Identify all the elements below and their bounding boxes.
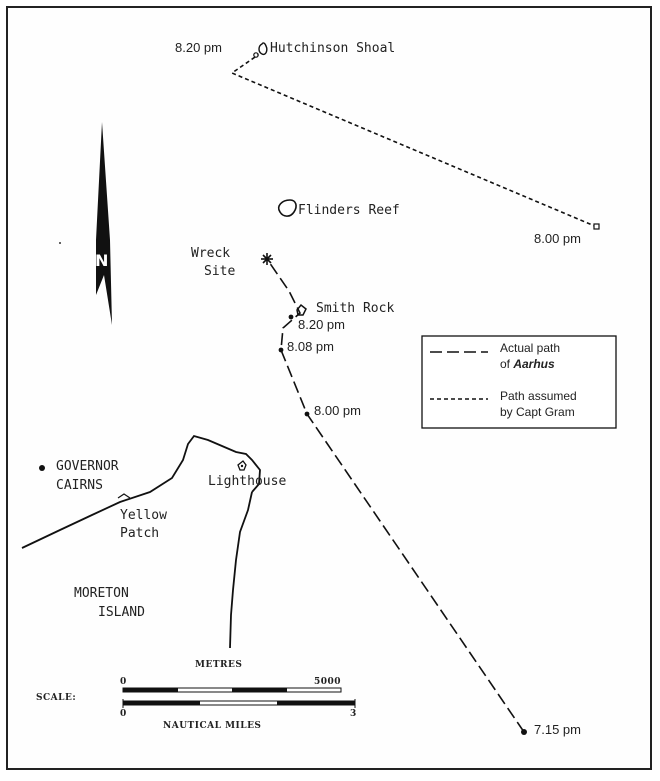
assumed-time-800: 8.00 pm (534, 231, 581, 246)
moreton-island-label-1: MORETON (74, 586, 129, 601)
lighthouse-icon (237, 460, 247, 471)
legend: Actual path of Aarhus Path assumed by Ca… (421, 335, 617, 429)
governor-cairns-label-1: GOVERNOR (56, 459, 119, 474)
hutchinson-shoal-label: Hutchinson Shoal (270, 41, 395, 56)
actual-715-marker (521, 729, 527, 735)
legend-actual-label-1: Actual path (500, 341, 560, 355)
coastline-east (229, 491, 253, 649)
wreck-site-label-1: Wreck (191, 246, 230, 261)
actual-800-marker (304, 411, 310, 417)
coastline-north (21, 434, 261, 549)
scale-metres-start: 0 (120, 677, 127, 687)
scale-metres-title: METRES (195, 660, 242, 670)
legend-assumed-label-1: Path assumed (500, 389, 577, 403)
yellow-patch-label-1: Yellow (120, 508, 167, 523)
wreck-site-label-2: Site (204, 264, 235, 279)
scale-label: SCALE: (36, 693, 76, 703)
governor-cairns-label-2: CAIRNS (56, 478, 103, 493)
scale-nautical-start: 0 (120, 709, 127, 719)
actual-808-marker (278, 347, 284, 353)
north-arrow-icon: N (95, 122, 112, 325)
assumed-path (230, 54, 598, 228)
wreck-site-icon (261, 253, 273, 265)
assumed-time-820: 8.20 pm (175, 40, 222, 55)
actual-820-marker (288, 314, 294, 320)
flinders-reef-label: Flinders Reef (298, 203, 400, 218)
scale-nautical-end: 3 (350, 709, 357, 719)
smith-rock-label: Smith Rock (316, 301, 394, 316)
yellow-patch-label-2: Patch (120, 526, 159, 541)
smith-rock-icon (296, 303, 307, 316)
actual-time-800: 8.00 pm (314, 403, 361, 418)
lighthouse-label: Lighthouse (208, 474, 286, 489)
moreton-island-label-2: ISLAND (98, 605, 145, 620)
hutchinson-shoal-icon (253, 42, 268, 58)
actual-time-715: 7.15 pm (534, 722, 581, 737)
flinders-reef-icon (277, 199, 297, 217)
legend-assumed-label-2: by Capt Gram (500, 405, 575, 419)
speck (59, 242, 61, 244)
assumed-800-marker (593, 223, 600, 230)
legend-actual-label-2: of Aarhus (500, 357, 555, 371)
actual-time-808: 8.08 pm (287, 339, 334, 354)
north-label: N (95, 251, 108, 270)
yellow-patch-icon (117, 493, 131, 499)
scale-bar: METRES 0 5000 SCALE: 0 3 NAUTICAL MILES (36, 660, 357, 731)
scale-nautical-title: NAUTICAL MILES (163, 721, 261, 731)
governor-cairns-marker (39, 465, 45, 471)
scale-metres-end: 5000 (314, 677, 341, 687)
actual-time-820: 8.20 pm (298, 317, 345, 332)
